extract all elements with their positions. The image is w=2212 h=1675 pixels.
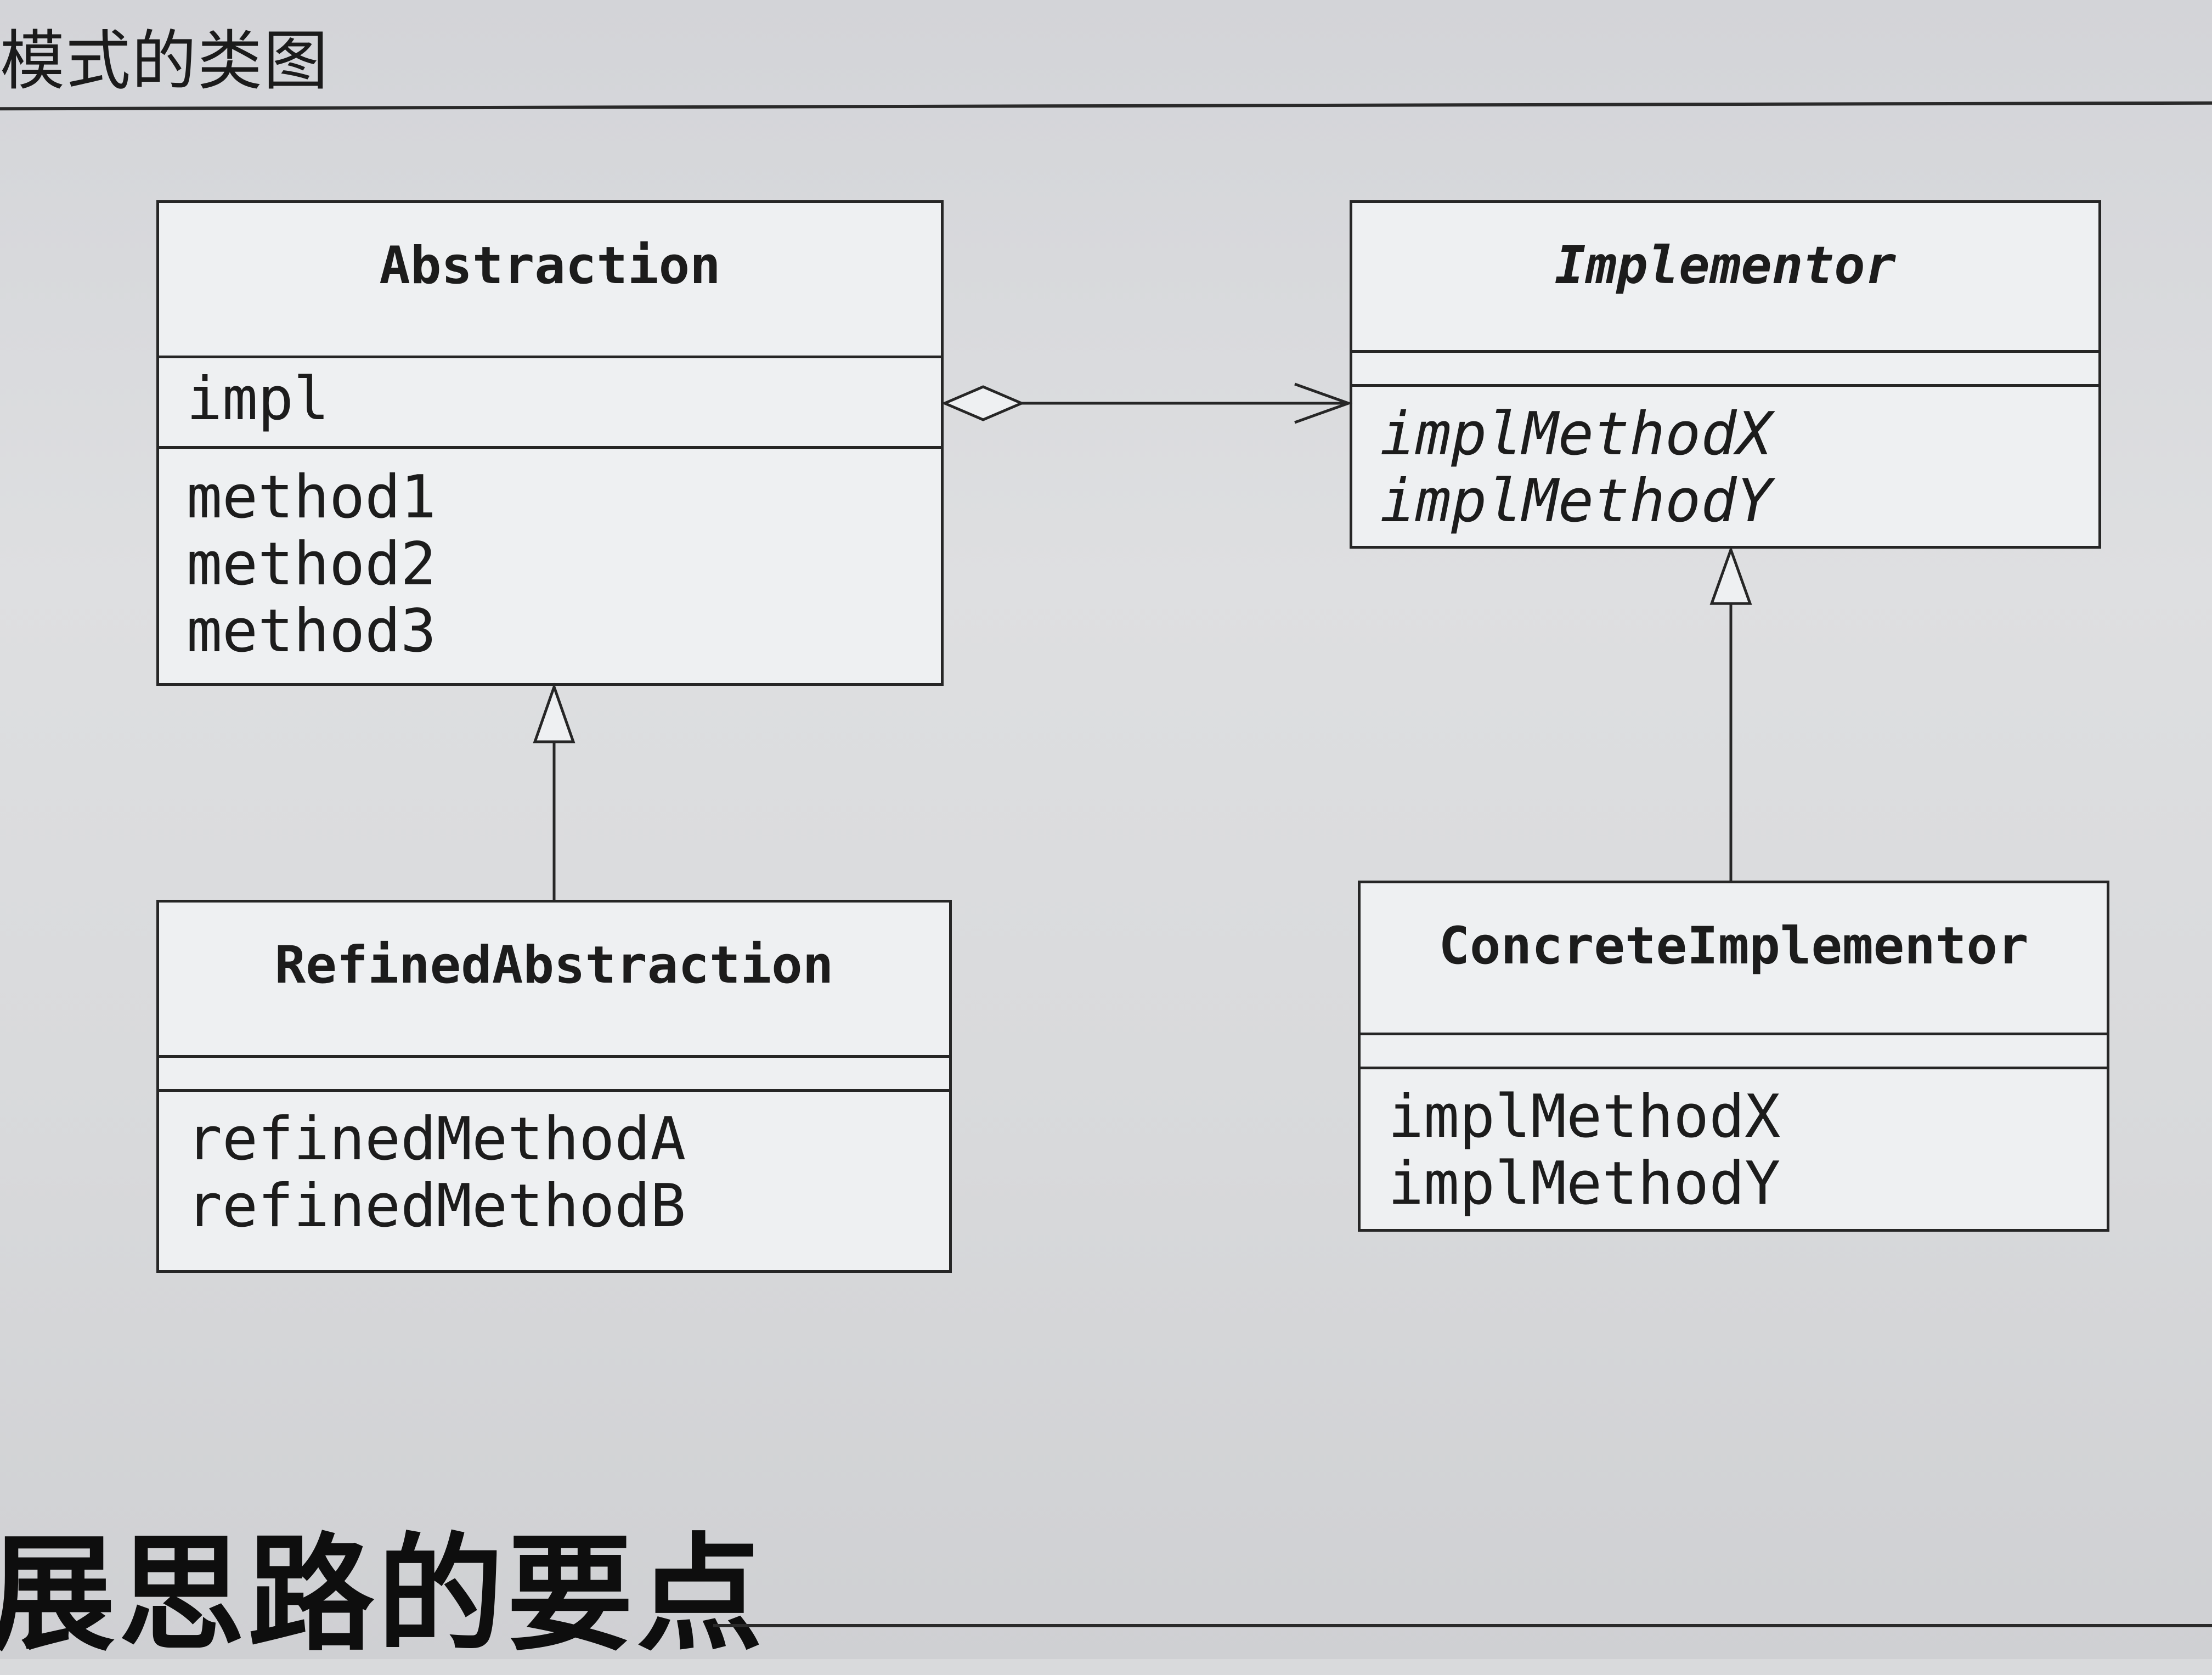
aggregation-arrowhead [1294, 382, 1353, 424]
method-implmethodx: implMethodX [1380, 400, 1773, 469]
class-concrete-implementor-name: ConcreteImplementor [1438, 916, 2029, 976]
class-implementor: Implementor implMethodX implMethodY [1350, 200, 2101, 549]
method-method3: method3 [187, 597, 437, 666]
class-refined-abstraction-methods: refinedMethodA refinedMethodB [159, 1089, 949, 1248]
class-abstraction-methods: method1 method2 method3 [159, 446, 941, 673]
method-method1: method1 [187, 463, 437, 532]
class-refined-abstraction: RefinedAbstraction refinedMethodA refine… [156, 900, 952, 1273]
generalization-triangle-right [1709, 545, 1752, 605]
method-method2: method2 [187, 530, 437, 599]
section-heading-bottom: 展思路的要点 [0, 1522, 766, 1668]
class-implementor-name: Implementor [1554, 236, 1897, 296]
generalization-triangle-left [533, 683, 575, 743]
class-concrete-implementor-fields [1361, 1033, 2107, 1067]
method-refinedmethodb: refinedMethodB [187, 1172, 686, 1240]
class-refined-abstraction-name: RefinedAbstraction [274, 935, 834, 995]
class-implementor-methods: implMethodX implMethodY [1352, 384, 2098, 543]
aggregation-abstraction-implementor [941, 382, 1353, 424]
class-abstraction: Abstraction impl method1 method2 method3 [156, 200, 944, 686]
method-concrete-implmethodx: implMethodX [1388, 1082, 1781, 1151]
method-concrete-implmethody: implMethodY [1388, 1149, 1781, 1218]
generalization-concrete-to-implementor [1709, 545, 1752, 881]
method-refinedmethoda: refinedMethodA [187, 1105, 686, 1174]
class-concrete-implementor: ConcreteImplementor implMethodX implMeth… [1358, 881, 2109, 1232]
class-implementor-fields [1352, 350, 2098, 384]
class-concrete-implementor-methods: implMethodX implMethodY [1361, 1067, 2107, 1225]
method-implmethody: implMethodY [1380, 467, 1773, 535]
heading-rule-top [0, 101, 2212, 111]
field-impl: impl [187, 365, 330, 433]
class-abstraction-fields: impl [159, 356, 941, 446]
class-refined-abstraction-fields [159, 1055, 949, 1089]
section-heading-top: 模式的类图 [0, 23, 330, 99]
generalization-refined-to-abstraction [533, 683, 575, 900]
heading-rule-bottom [713, 1624, 2212, 1627]
aggregation-diamond [941, 385, 1025, 421]
class-abstraction-name: Abstraction [379, 236, 721, 296]
